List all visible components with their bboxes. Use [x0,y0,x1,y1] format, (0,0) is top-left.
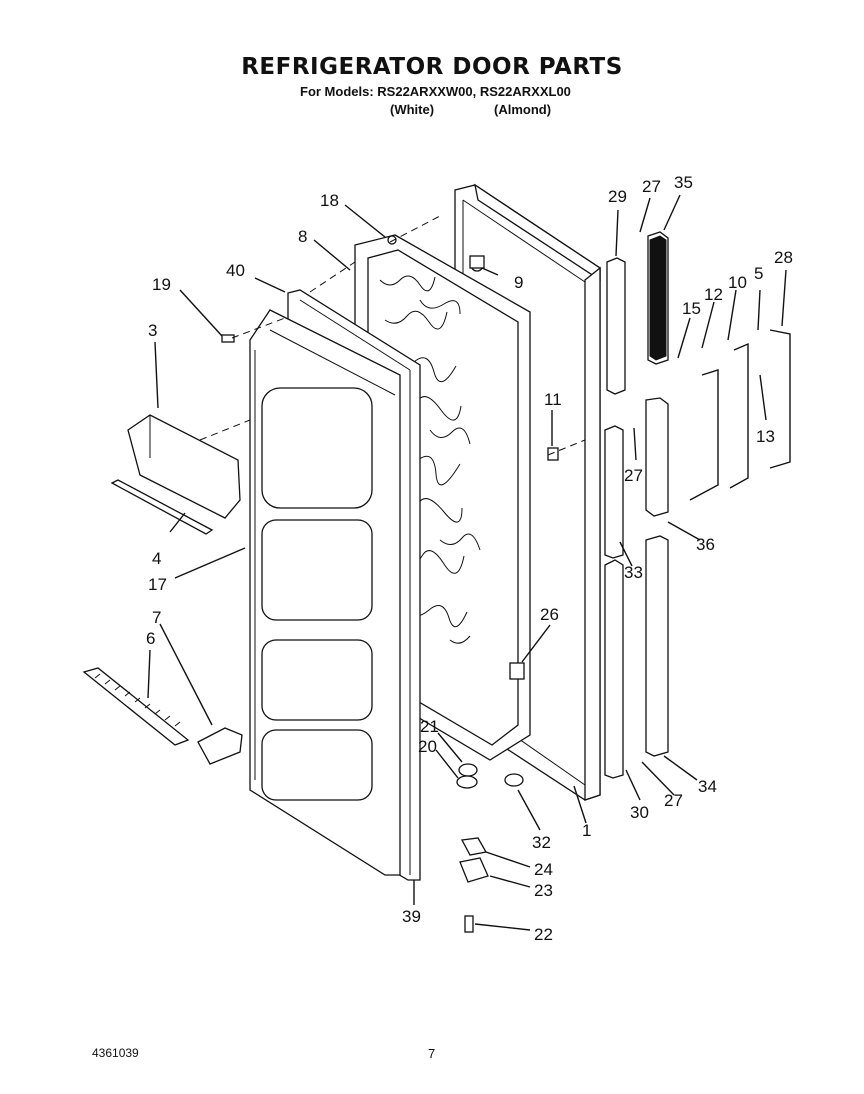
clip-26 [509,662,525,680]
dispenser-cover [127,414,241,519]
callout-13: 13 [756,427,775,446]
color-almond-label: (Almond) [494,102,552,117]
callout-30: 30 [630,803,649,822]
callout-18: 18 [320,191,339,210]
callout-33: 33 [624,563,643,582]
callout-27-top: 27 [642,177,661,196]
callout-34: 34 [698,777,717,796]
callout-1: 1 [582,821,591,840]
hinge-bracket-23 [459,857,489,883]
callout-10: 10 [728,273,747,292]
callout-29: 29 [608,187,627,206]
callout-21: 21 [420,717,439,736]
hinge-20-21 [456,763,478,789]
callout-27-middle: 27 [624,466,643,485]
page-title: REFRIGERATOR DOOR PARTS [241,54,623,80]
handle-trim-34 [645,535,669,757]
callout-7: 7 [152,608,161,627]
door-handle [689,329,791,501]
inner-door-liner [249,309,401,876]
callout-9: 9 [514,273,523,292]
handle-trim-lower [604,425,624,779]
color-white-label: (White) [390,102,435,117]
handle-trim-36 [645,397,669,517]
handle-trim-upper [606,257,626,395]
bushing-32 [504,773,524,787]
bracket-11 [547,447,559,461]
callout-40: 40 [226,261,245,280]
callout-20: 20 [418,737,437,756]
callout-labels: 3 19 40 8 18 9 11 4 17 7 6 26 21 20 32 1… [146,173,793,944]
callout-11: 11 [544,390,562,409]
callout-32: 32 [532,833,551,852]
callout-36: 36 [696,535,715,554]
model-numbers: For Models: RS22ARXXW00, RS22ARXXL00 [300,84,571,99]
callout-19: 19 [152,275,171,294]
document-number: 4361039 [92,1046,139,1060]
screw-22 [464,915,474,933]
trim-strip [110,479,214,535]
callout-28: 28 [774,248,793,267]
callout-23: 23 [534,881,553,900]
callout-5: 5 [754,264,763,283]
callout-35: 35 [674,173,693,192]
callout-8: 8 [298,227,307,246]
callout-15: 15 [682,299,701,318]
handle-trim-35 [647,231,669,365]
callout-39: 39 [402,907,421,926]
callout-24: 24 [534,860,553,879]
callout-6: 6 [146,629,155,648]
screw-19 [221,334,235,343]
hinge-plate-24 [460,837,488,856]
callout-26: 26 [540,605,559,624]
callout-27-bottom: 27 [664,791,683,810]
latch-part [197,727,243,765]
callout-17: 17 [148,575,167,594]
toe-grille [82,667,190,746]
callout-22: 22 [534,925,553,944]
callout-4: 4 [152,549,161,568]
callout-12: 12 [704,285,723,304]
callout-3: 3 [148,321,157,340]
callout-leaders [147,194,787,931]
page-number: 7 [428,1046,436,1061]
